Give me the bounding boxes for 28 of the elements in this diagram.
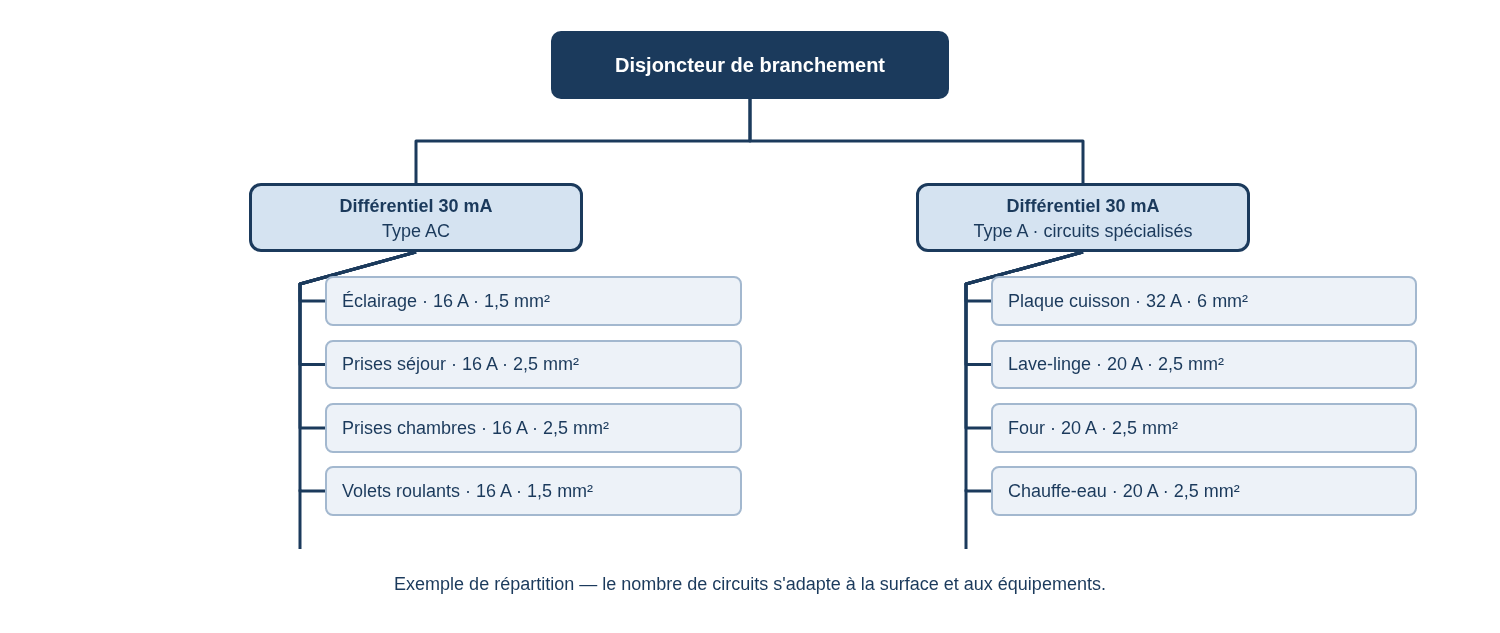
circuit-box xyxy=(991,466,1417,516)
circuit-box xyxy=(325,340,742,389)
box-title: Différentiel 30 mA xyxy=(339,194,493,218)
circuit-box xyxy=(325,403,742,453)
circuit-box xyxy=(325,276,742,326)
circuit-box xyxy=(991,340,1417,389)
circuit-label: Prises séjour · 16 A · 2,5 mm² xyxy=(342,353,580,376)
caption: Exemple de répartition — le nombre de circuits s'adapte à la surface et aux équipements. xyxy=(394,573,1106,596)
circuit-box xyxy=(991,276,1417,326)
circuit-label: Lave-linge · 20 A · 2,5 mm² xyxy=(1008,353,1225,376)
box-title: Disjoncteur de branchement xyxy=(614,52,886,78)
rcd-box xyxy=(249,183,583,252)
connector-line xyxy=(298,250,417,493)
circuit-label: Chauffe-eau · 20 A · 2,5 mm² xyxy=(1008,479,1240,503)
circuit-label: Plaque cuisson · 32 A · 6 mm² xyxy=(1008,289,1249,313)
box-title: Différentiel 30 mA xyxy=(1006,194,1160,218)
circuit-label: Four · 20 A · 2,5 mm² xyxy=(1008,416,1179,440)
circuit-label: Volets roulants · 16 A · 1,5 mm² xyxy=(342,479,594,503)
circuit-label: Éclairage · 16 A · 1,5 mm² xyxy=(342,289,551,313)
box-subtitle: Type AC xyxy=(381,219,450,243)
main-breaker-box xyxy=(551,31,949,99)
connector-line xyxy=(748,99,1085,183)
rcd-box xyxy=(916,183,1250,252)
circuit-label: Prises chambres · 16 A · 2,5 mm² xyxy=(342,416,610,440)
box-subtitle: Type A · circuits spécialisés xyxy=(973,219,1193,243)
circuit-box xyxy=(325,466,742,516)
connector-line xyxy=(964,250,1084,493)
circuit-box xyxy=(991,403,1417,453)
